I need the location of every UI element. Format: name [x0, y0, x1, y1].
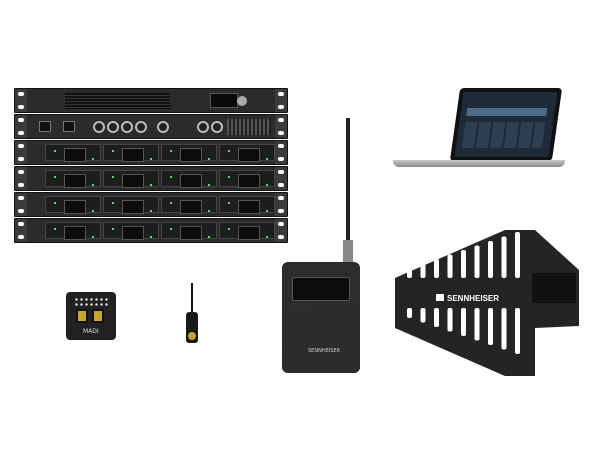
antenna-slot [434, 259, 439, 278]
antenna-slot [434, 308, 439, 327]
antenna-slot [501, 308, 507, 350]
antenna-slot [501, 236, 507, 278]
laptop-screen [449, 88, 563, 161]
charging-bay [103, 196, 159, 214]
charging-bay [103, 222, 159, 240]
rack-interface [14, 114, 288, 139]
charging-bay [161, 222, 217, 240]
power-inlet [39, 121, 51, 132]
charging-bay [161, 196, 217, 214]
charging-bay [45, 144, 101, 162]
charger-unit [14, 166, 288, 191]
charging-bay [219, 144, 275, 162]
bodypack-receiver: SENNHEISER [282, 262, 360, 373]
antenna-slot [461, 308, 466, 336]
charging-bay [45, 196, 101, 214]
charger-unit [14, 218, 288, 243]
mic-cable [191, 283, 193, 313]
antenna-connector [343, 240, 353, 262]
antenna-slot [407, 268, 412, 278]
bodypack-brand: SENNHEISER [308, 348, 341, 354]
charging-bay [219, 170, 275, 188]
madi-label: MADI [83, 328, 99, 335]
charging-bay [45, 222, 101, 240]
power-inlet [63, 121, 75, 132]
antenna-slot [407, 308, 412, 318]
charging-bay [219, 222, 275, 240]
charging-bay [219, 196, 275, 214]
charger-unit [14, 140, 288, 165]
charger-unit [14, 192, 288, 217]
antenna-slot [420, 263, 426, 278]
madi-card: MADI [66, 292, 116, 340]
charging-bay [103, 170, 159, 188]
charging-bay [103, 144, 159, 162]
charging-bay [161, 170, 217, 188]
antenna-slot [447, 308, 453, 332]
sennheiser-logo-icon [436, 294, 444, 301]
antenna-whip [346, 118, 350, 248]
antenna-brand: SENNHEISER [447, 294, 499, 303]
antenna-slot [447, 254, 453, 278]
laptop-base [393, 160, 565, 167]
antenna-slot [420, 308, 426, 323]
antenna-slot [488, 308, 493, 345]
display-screen [210, 93, 238, 108]
dsub-connectors [227, 119, 271, 135]
control-knob [237, 96, 247, 106]
antenna-slot [474, 308, 480, 341]
directional-antenna: SENNHEISER [395, 230, 579, 376]
bodypack-display [292, 277, 350, 301]
rack-receiver [14, 88, 288, 113]
antenna-slot [474, 245, 480, 278]
charging-bay [161, 144, 217, 162]
antenna-slot [488, 241, 493, 278]
antenna-slot [515, 308, 520, 354]
antenna-slot [515, 232, 520, 278]
antenna-slot [461, 250, 466, 278]
lavalier-microphone [186, 312, 198, 343]
charging-bay [45, 170, 101, 188]
vent-grille [65, 93, 170, 109]
